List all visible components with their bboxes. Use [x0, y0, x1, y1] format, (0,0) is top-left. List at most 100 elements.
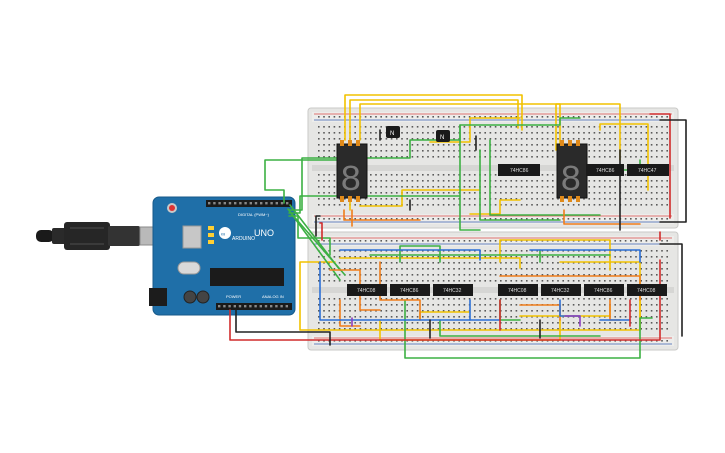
breadboard-hole: [661, 240, 663, 242]
breadboard-hole: [474, 192, 476, 194]
breadboard-hole: [411, 268, 414, 270]
usb-cable[interactable]: [36, 222, 171, 250]
chip-lower-3[interactable]: 74HC32: [433, 284, 473, 296]
breadboard-hole: [318, 180, 320, 182]
chip-upper-2[interactable]: 74HC86: [586, 164, 624, 176]
chip-lower-5[interactable]: 74HC32: [541, 284, 581, 296]
breadboard-hole: [546, 256, 549, 258]
digital-pin[interactable]: [275, 202, 278, 205]
breadboard-hole: [380, 204, 382, 206]
chip-upper-1[interactable]: 74HC86: [498, 164, 540, 176]
header-digital[interactable]: [206, 200, 292, 207]
breadboard-hole: [385, 180, 388, 182]
digital-pin[interactable]: [286, 202, 289, 205]
breadboard-hole: [453, 132, 455, 134]
chip-lower-7[interactable]: 74HC08: [627, 284, 667, 296]
breadboard-hole: [333, 198, 336, 200]
breadboard-hole: [552, 138, 554, 140]
breadboard-hole: [453, 204, 455, 206]
breadboard-hole: [318, 116, 320, 118]
breadboard-hole: [416, 204, 419, 206]
breadboard-hole: [390, 204, 393, 206]
breadboard-hole: [364, 126, 367, 128]
chip-lower-1[interactable]: 74HC08: [347, 284, 387, 296]
power-analog-pin[interactable]: [228, 305, 231, 308]
power-analog-pin[interactable]: [238, 305, 242, 308]
digital-pin[interactable]: [270, 202, 273, 205]
digital-pin[interactable]: [213, 202, 216, 205]
digital-pin[interactable]: [260, 202, 263, 205]
breadboard-hole: [364, 328, 367, 330]
breadboard-hole: [458, 328, 460, 330]
breadboard-hole: [567, 322, 570, 324]
power-analog-pin[interactable]: [254, 305, 257, 308]
transistor-2[interactable]: N: [436, 130, 450, 142]
power-analog-pin[interactable]: [280, 305, 283, 308]
digital-pin[interactable]: [280, 202, 284, 205]
breadboard-hole: [546, 274, 549, 276]
breadboard-hole: [598, 218, 601, 220]
chip-upper-3[interactable]: 74HC47: [627, 164, 669, 176]
chip-lower-4[interactable]: 74HC08: [498, 284, 538, 296]
digital-pin[interactable]: [228, 202, 232, 205]
digital-pin[interactable]: [254, 202, 258, 205]
breadboard-hole: [427, 322, 429, 324]
breadboard-hole: [318, 198, 320, 200]
breadboard-hole: [354, 138, 356, 140]
power-analog-pin[interactable]: [285, 305, 288, 308]
breadboard-hole: [380, 198, 382, 200]
power-analog-pin[interactable]: [223, 305, 226, 308]
breadboard-hole: [650, 138, 653, 140]
power-analog-pin[interactable]: [233, 305, 236, 308]
power-analog-pin[interactable]: [218, 305, 221, 308]
breadboard-hole: [396, 240, 398, 242]
chip-lower-2[interactable]: 74HC86: [390, 284, 430, 296]
digital-pin[interactable]: [234, 202, 237, 205]
breadboard-hole: [546, 310, 549, 312]
breadboard-hole: [416, 186, 419, 188]
power-analog-pin[interactable]: [259, 305, 262, 308]
breadboard-hole: [635, 304, 637, 306]
digital-pin[interactable]: [249, 202, 252, 205]
breadboard-hole: [531, 126, 533, 128]
breadboard-hole: [359, 256, 362, 258]
seven-segment-display-2[interactable]: 8: [556, 140, 588, 202]
power-analog-pin[interactable]: [270, 305, 273, 308]
seven-segment-display-1[interactable]: 8: [336, 140, 368, 202]
power-analog-pin[interactable]: [264, 305, 268, 308]
breadboard-hole: [624, 180, 627, 182]
chip-label: 74HC47: [638, 168, 657, 174]
breadboard-hole: [531, 180, 533, 182]
power-analog-pin[interactable]: [249, 305, 252, 308]
breadboard-hole: [401, 274, 403, 276]
power-analog-pin[interactable]: [275, 305, 278, 308]
breadboard-hole: [479, 280, 481, 282]
header-power-analog[interactable]: [216, 303, 292, 310]
breadboard-hole: [442, 274, 445, 276]
breadboard-hole: [396, 218, 398, 220]
digital-pin[interactable]: [239, 202, 242, 205]
arduino-uno-board[interactable]: ∞ ARDUINO UNO DIGITAL (PWM~) POWER ANALO…: [149, 196, 296, 316]
breadboard-hole: [583, 322, 585, 324]
digital-pin[interactable]: [223, 202, 226, 205]
breadboard-hole: [666, 180, 668, 182]
digital-pin[interactable]: [265, 202, 268, 205]
digital-pin[interactable]: [208, 202, 211, 205]
digital-pin[interactable]: [218, 202, 221, 205]
transistor-1[interactable]: N: [386, 126, 400, 138]
chip-lower-6[interactable]: 74HC86: [584, 284, 624, 296]
breadboard-hole: [546, 262, 549, 264]
breadboard-hole: [396, 174, 398, 176]
breadboard-hole: [370, 198, 372, 200]
breadboard-hole: [645, 280, 648, 282]
breadboard-hole: [375, 298, 377, 300]
breadboard-hole: [661, 304, 663, 306]
breadboard-hole: [375, 156, 377, 158]
power-analog-pin[interactable]: [244, 305, 247, 308]
breadboard-hole: [500, 298, 502, 300]
digital-pin[interactable]: [244, 202, 247, 205]
breadboard-hole: [338, 218, 341, 220]
breadboard-hole: [526, 156, 528, 158]
breadboard-hole: [474, 304, 476, 306]
